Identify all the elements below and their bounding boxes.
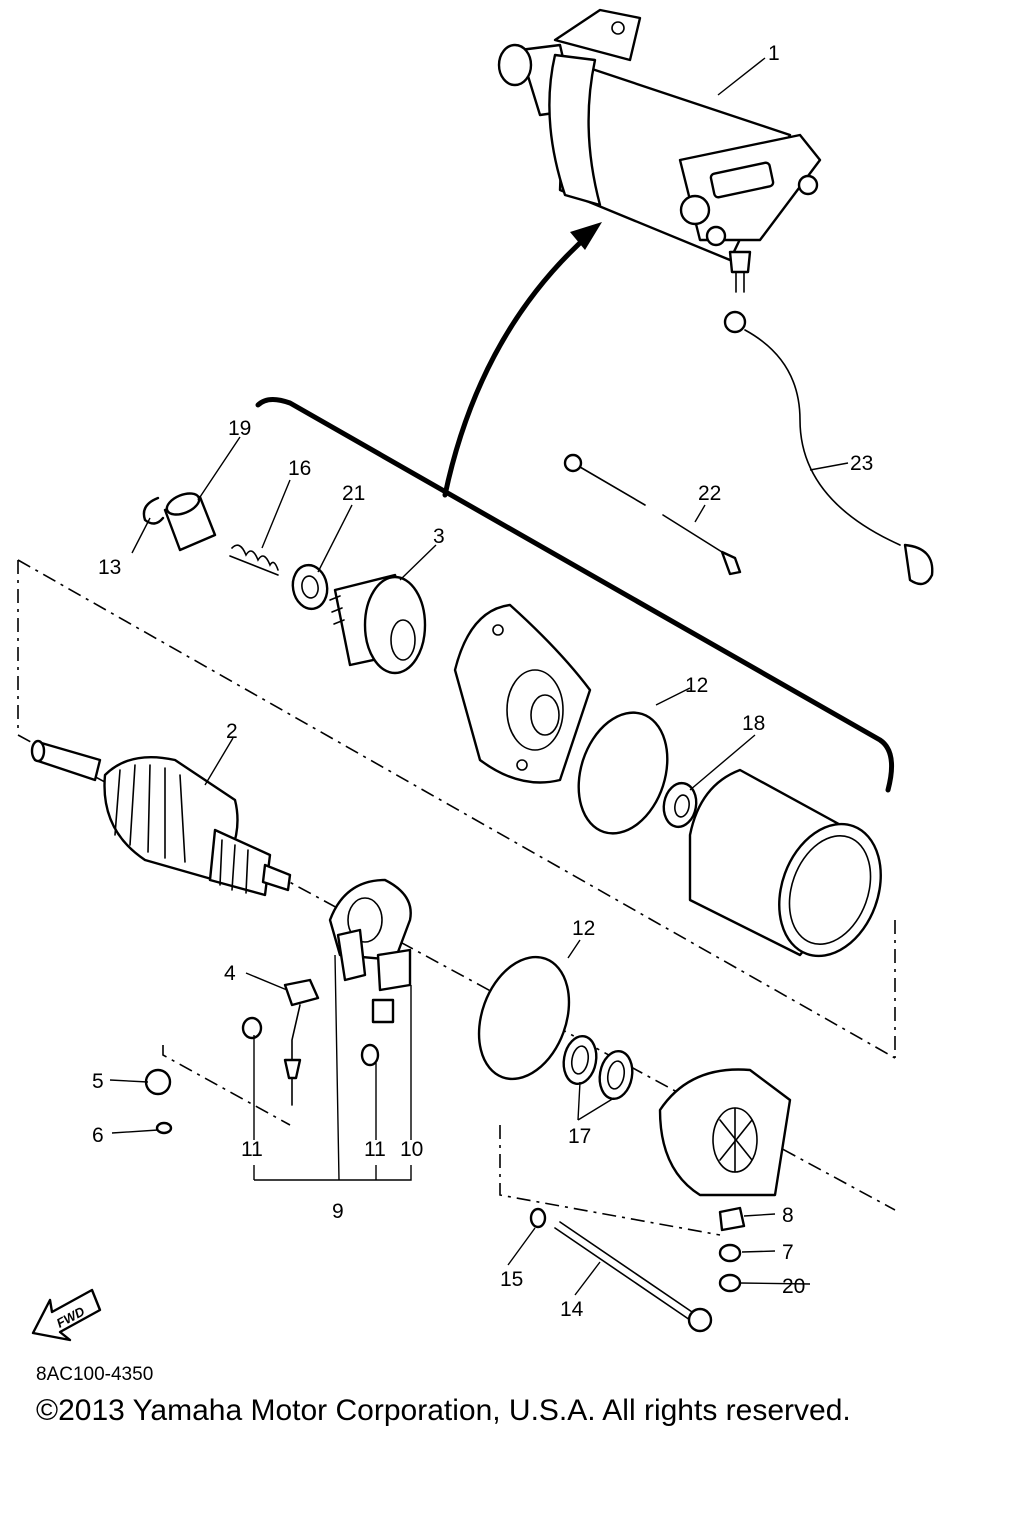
callout-23: 23 (850, 452, 873, 475)
callout-16: 16 (288, 457, 311, 480)
callout-18: 18 (742, 712, 765, 735)
callout-15: 15 (500, 1268, 523, 1291)
callout-11a: 11 (241, 1138, 263, 1161)
clutch-gear-icon (329, 573, 427, 675)
callout-12b: 12 (572, 917, 595, 940)
diagram-code: 8AC100-4350 (36, 1364, 154, 1385)
armature-icon (30, 739, 292, 897)
callout-12a: 12 (685, 674, 708, 697)
callout-6: 6 (92, 1124, 104, 1147)
callout-19: 19 (228, 417, 251, 440)
callout-21: 21 (342, 482, 365, 505)
callout-3: 3 (433, 525, 445, 548)
callout-1: 1 (768, 42, 780, 65)
starter-motor-icon (497, 8, 822, 293)
callout-11b: 11 (364, 1138, 386, 1161)
callout-17: 17 (568, 1125, 591, 1148)
callout-20: 20 (782, 1275, 805, 1298)
fwd-arrow-icon: FWD (31, 1288, 102, 1342)
callout-4: 4 (224, 962, 236, 985)
callout-5: 5 (92, 1070, 104, 1093)
callout-7: 7 (782, 1241, 794, 1264)
callout-10: 10 (400, 1138, 423, 1161)
copyright-notice: ©2013 Yamaha Motor Corporation, U.S.A. A… (36, 1394, 851, 1427)
callout-9: 9 (332, 1200, 344, 1223)
spring-icon (229, 544, 279, 576)
callout-14: 14 (560, 1298, 584, 1321)
callout-2: 2 (226, 720, 238, 743)
callout-22: 22 (698, 482, 721, 505)
callout-13: 13 (98, 556, 121, 579)
callout-8: 8 (782, 1204, 794, 1227)
